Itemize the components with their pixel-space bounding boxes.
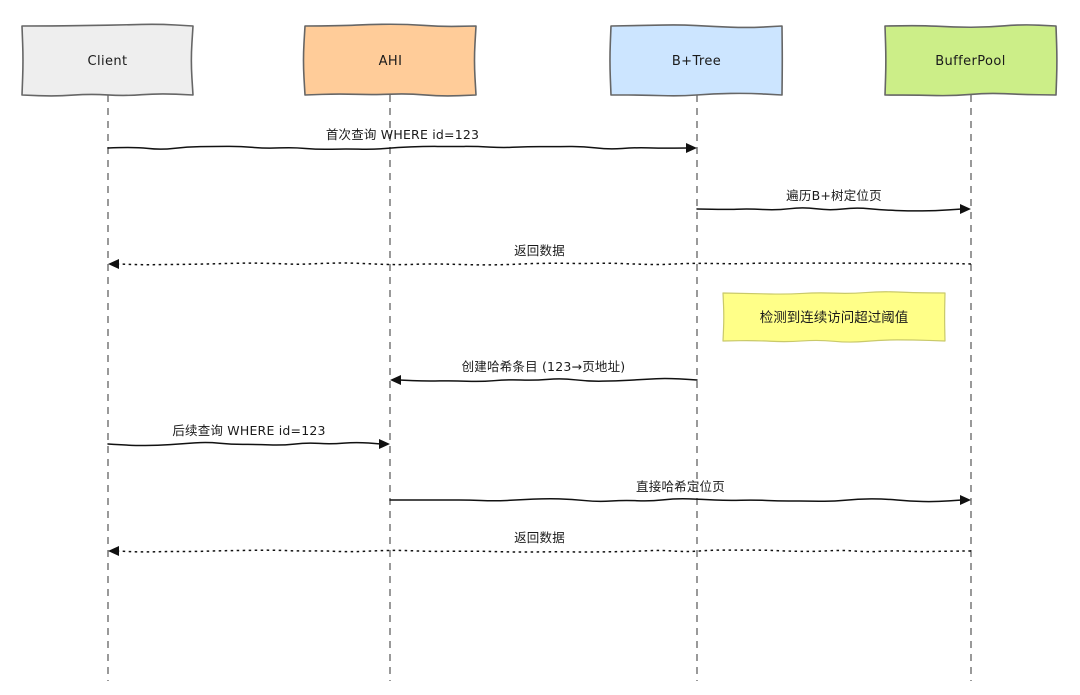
message-line: [116, 549, 972, 553]
message-arrowhead: [960, 495, 971, 505]
message-line: [389, 497, 963, 503]
lifelines-layer: [107, 95, 972, 681]
message-arrowhead: [108, 259, 119, 269]
message-arrowhead: [108, 546, 119, 556]
participant-label: B+Tree: [672, 54, 721, 69]
message-line: [398, 377, 698, 383]
participant-label: AHI: [379, 54, 403, 69]
participant-ahi[interactable]: AHI: [302, 23, 477, 97]
participant-box-shape: [884, 24, 1058, 97]
participant-box-shape: [609, 24, 784, 97]
message-label: 后续查询 WHERE id=123: [172, 423, 325, 438]
message-7[interactable]: 返回数据: [108, 530, 972, 556]
message-line: [116, 262, 972, 266]
message-arrowhead: [960, 204, 971, 214]
note-box-shape: [722, 291, 946, 343]
participant-label: Client: [87, 54, 127, 69]
message-label: 遍历B+树定位页: [786, 188, 882, 203]
participant-bufferpool[interactable]: BufferPool: [884, 24, 1058, 97]
participant-btree[interactable]: B+Tree: [609, 24, 784, 97]
participant-box-shape: [302, 23, 477, 97]
participant-box-shape: [21, 23, 194, 97]
message-arrowhead: [686, 143, 697, 153]
participant-client[interactable]: Client: [21, 23, 194, 97]
message-label: 创建哈希条目 (123→页地址): [462, 359, 626, 374]
message-label: 返回数据: [514, 243, 565, 258]
note-threshold[interactable]: 检测到连续访问超过阈值: [722, 291, 946, 343]
message-1[interactable]: 首次查询 WHERE id=123: [107, 127, 697, 153]
participant-boxes-layer: Client AHI B+Tree BufferPool: [21, 23, 1058, 97]
message-label: 返回数据: [514, 530, 565, 545]
message-label: 首次查询 WHERE id=123: [326, 127, 479, 142]
message-5[interactable]: 后续查询 WHERE id=123: [107, 423, 390, 449]
message-arrowhead: [390, 375, 401, 385]
message-3[interactable]: 返回数据: [108, 243, 972, 269]
message-arrowhead: [379, 439, 390, 449]
message-line: [696, 207, 963, 212]
message-6[interactable]: 直接哈希定位页: [389, 479, 971, 505]
message-label: 直接哈希定位页: [636, 479, 725, 494]
message-line: [107, 441, 382, 447]
message-line: [107, 145, 689, 151]
notes-layer: 检测到连续访问超过阈值: [722, 291, 946, 343]
message-4[interactable]: 创建哈希条目 (123→页地址): [390, 359, 698, 385]
note-label: 检测到连续访问超过阈值: [760, 310, 909, 326]
participant-label: BufferPool: [935, 54, 1006, 69]
message-2[interactable]: 遍历B+树定位页: [696, 188, 971, 214]
